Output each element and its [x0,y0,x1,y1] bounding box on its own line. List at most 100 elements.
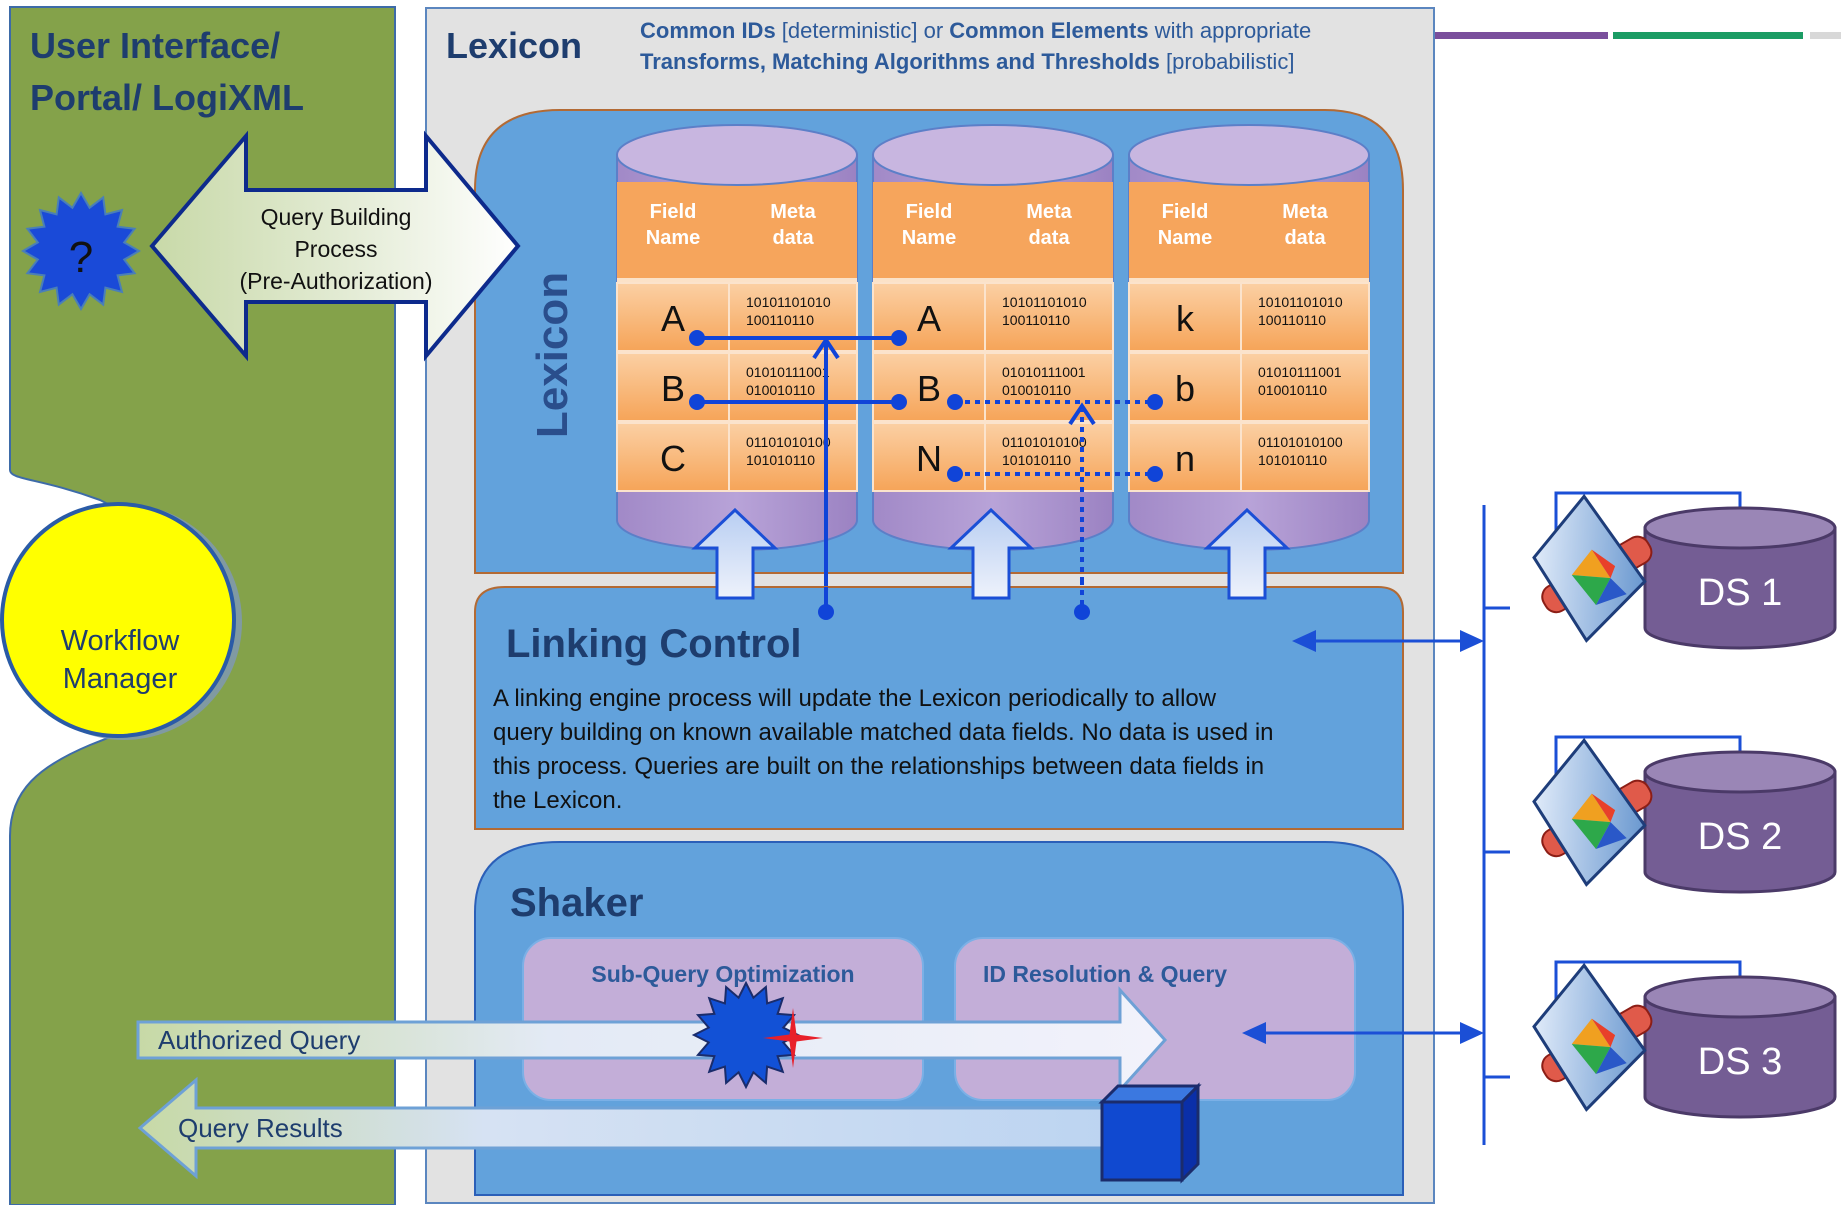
field-name-cell: C [660,438,686,479]
ui-panel-title-line2: Portal/ LogiXML [30,77,304,118]
link-dot [1074,604,1090,620]
ui-panel-title-line1: User Interface/ [30,25,280,66]
link-lines [689,330,1163,620]
adapter-facet-orange [1571,1018,1611,1048]
adapter-icon [1532,737,1653,887]
subtitle-probabilistic: [probabilistic] [1160,49,1295,74]
table-header-bg [1129,182,1369,282]
data-source-3: DS 3 [1484,960,1837,1119]
field-name-cell: k [1176,298,1195,339]
field-name-header: Field [650,201,697,223]
subtitle-deterministic: [deterministic] or [776,18,950,43]
metadata-cell: 10101101010 [1002,294,1087,310]
metadata-cell: 01101010100 [1258,434,1343,450]
linking-control-text-line3: this process. Queries are built on the r… [493,753,1264,780]
table-row [616,352,858,422]
metadata-header: Meta [1282,201,1328,223]
adapter-facet-red [1591,549,1616,579]
linking-up-arrow-2 [947,507,1035,600]
metadata-cell: 01101010100 [1002,434,1087,450]
query-building-label-line1: Query Building [261,204,412,230]
data-source-1: DS 1 [1484,491,1837,650]
arrowhead-left [1292,630,1316,652]
adapter-facet-blue [1595,578,1627,605]
ds-connectors [1242,630,1484,1044]
field-name-header: Name [902,227,956,249]
adapter-icon [1532,962,1653,1112]
workflow-manager-label-line2: Manager [63,663,178,695]
adapter-facet-red [1591,793,1616,823]
adapter-facet-green [1571,819,1611,849]
link-dot [1147,394,1163,410]
ds-cylinder-top [1643,506,1837,550]
data-sources: DS 1 DS 2 DS 3 [1484,491,1837,1119]
table-row [872,282,1114,352]
cylinder-top [1128,124,1370,186]
metadata-cell: 01101010100 [746,434,831,450]
ds-cylinder-top [1643,975,1837,1019]
accent-bar-purple [1433,32,1608,39]
table-header-divider [873,278,1113,283]
table-row [1128,422,1370,492]
table-row [616,422,858,492]
link-dot [947,394,963,410]
subquery-optimization-label: Sub-Query Optimization [591,961,854,987]
query-results-label: Query Results [178,1113,343,1143]
link-dot [818,604,834,620]
metadata-cell: 10101101010 [1258,294,1343,310]
metadata-cell: 10101101010 [746,294,831,310]
arrowhead-right [1460,1022,1484,1044]
metadata-cell: 100110110 [746,312,814,328]
linking-control-text-line1: A linking engine process will update the… [493,685,1217,712]
id-resolution-label: ID Resolution & Query [983,961,1227,987]
ds-label: DS 2 [1698,816,1782,858]
cylinder-top [616,124,858,186]
metadata-header: data [1284,227,1326,249]
link-vertical-solid-head [812,336,840,360]
ds-cylinder-body [1643,526,1837,650]
lexicon-subtitle-line2: Transforms, Matching Algorithms and Thre… [640,49,1294,74]
table-row [872,422,1114,492]
ds-cylinder-body [1643,995,1837,1119]
field-name-cell: N [916,438,942,479]
ds-label: DS 3 [1698,1041,1782,1083]
authorized-query-label: Authorized Query [158,1025,360,1055]
field-name-header: Field [906,201,953,223]
linking-control-title: Linking Control [506,622,802,666]
lexicon-panel-title: Lexicon [446,25,582,66]
field-name-header: Field [1162,201,1209,223]
workflow-manager-circle [0,502,236,738]
table-header-bg [873,182,1113,282]
field-name-cell: B [917,368,941,409]
link-dot [947,466,963,482]
field-name-cell: b [1175,368,1195,409]
adapter-facet-blue [1595,1047,1627,1074]
adapter-facet-red [1591,1018,1616,1048]
subtitle-common-ids: Common IDs [640,18,776,43]
arrowhead-left [1242,1022,1266,1044]
metadata-cell: 100110110 [1002,312,1070,328]
arrowhead-right [1460,630,1484,652]
metadata-cell: 01010111001 [746,364,830,380]
table-row [1128,282,1370,352]
adapter-icon [1532,493,1653,643]
header-accent-bars [1433,32,1841,39]
table-row [1128,352,1370,422]
metadata-cell: 101010110 [746,452,815,468]
adapter-facet-green [1571,575,1611,605]
linking-up-arrows [691,507,1291,600]
field-name-header: Name [1158,227,1212,249]
table-header-divider [1129,278,1369,283]
ds-label: DS 1 [1698,572,1782,614]
linking-up-arrow-1 [691,507,779,600]
query-building-label-line3: (Pre-Authorization) [239,268,432,294]
field-name-header: Name [646,227,700,249]
result-cube-icon [1098,1082,1202,1184]
metadata-header: data [1028,227,1070,249]
adapter-facet-orange [1571,793,1611,823]
metadata-header: Meta [770,201,816,223]
